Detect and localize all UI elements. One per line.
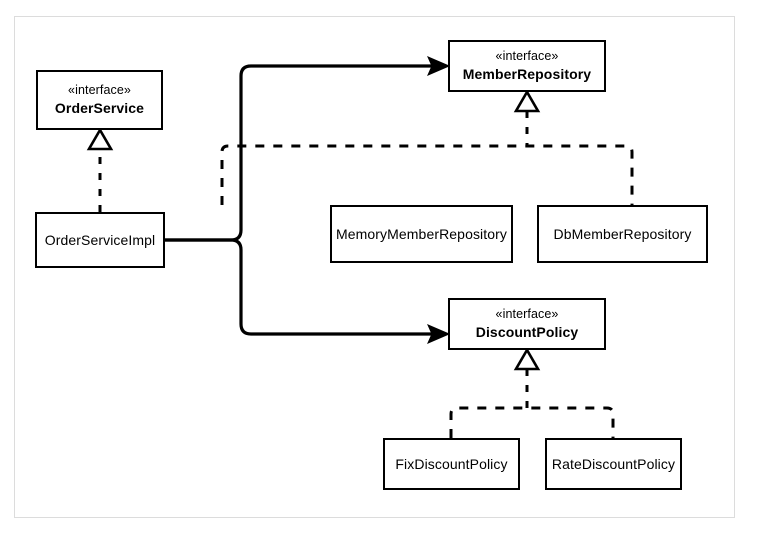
node-title: MemberRepository <box>462 65 592 82</box>
node-title: OrderServiceImpl <box>44 232 156 248</box>
node-title: RateDiscountPolicy <box>551 456 676 472</box>
node-stereotype: «interface» <box>68 83 131 98</box>
node-stereotype: «interface» <box>495 49 559 64</box>
node-memory-member-repository[interactable]: MemoryMemberRepository <box>330 205 513 263</box>
node-order-service-impl[interactable]: OrderServiceImpl <box>35 212 165 268</box>
node-db-member-repository[interactable]: DbMemberRepository <box>537 205 708 263</box>
node-discount-policy[interactable]: «interface» DiscountPolicy <box>448 298 606 350</box>
node-title: MemoryMemberRepository <box>335 226 508 242</box>
node-title: OrderService <box>54 99 145 116</box>
node-member-repository[interactable]: «interface» MemberRepository <box>448 40 606 92</box>
node-title: DiscountPolicy <box>475 323 579 340</box>
node-title: DbMemberRepository <box>553 226 692 242</box>
node-order-service[interactable]: «interface» OrderService <box>36 70 163 130</box>
node-rate-discount-policy[interactable]: RateDiscountPolicy <box>545 438 682 490</box>
node-title: FixDiscountPolicy <box>395 456 508 472</box>
node-fix-discount-policy[interactable]: FixDiscountPolicy <box>383 438 520 490</box>
node-stereotype: «interface» <box>495 307 559 322</box>
